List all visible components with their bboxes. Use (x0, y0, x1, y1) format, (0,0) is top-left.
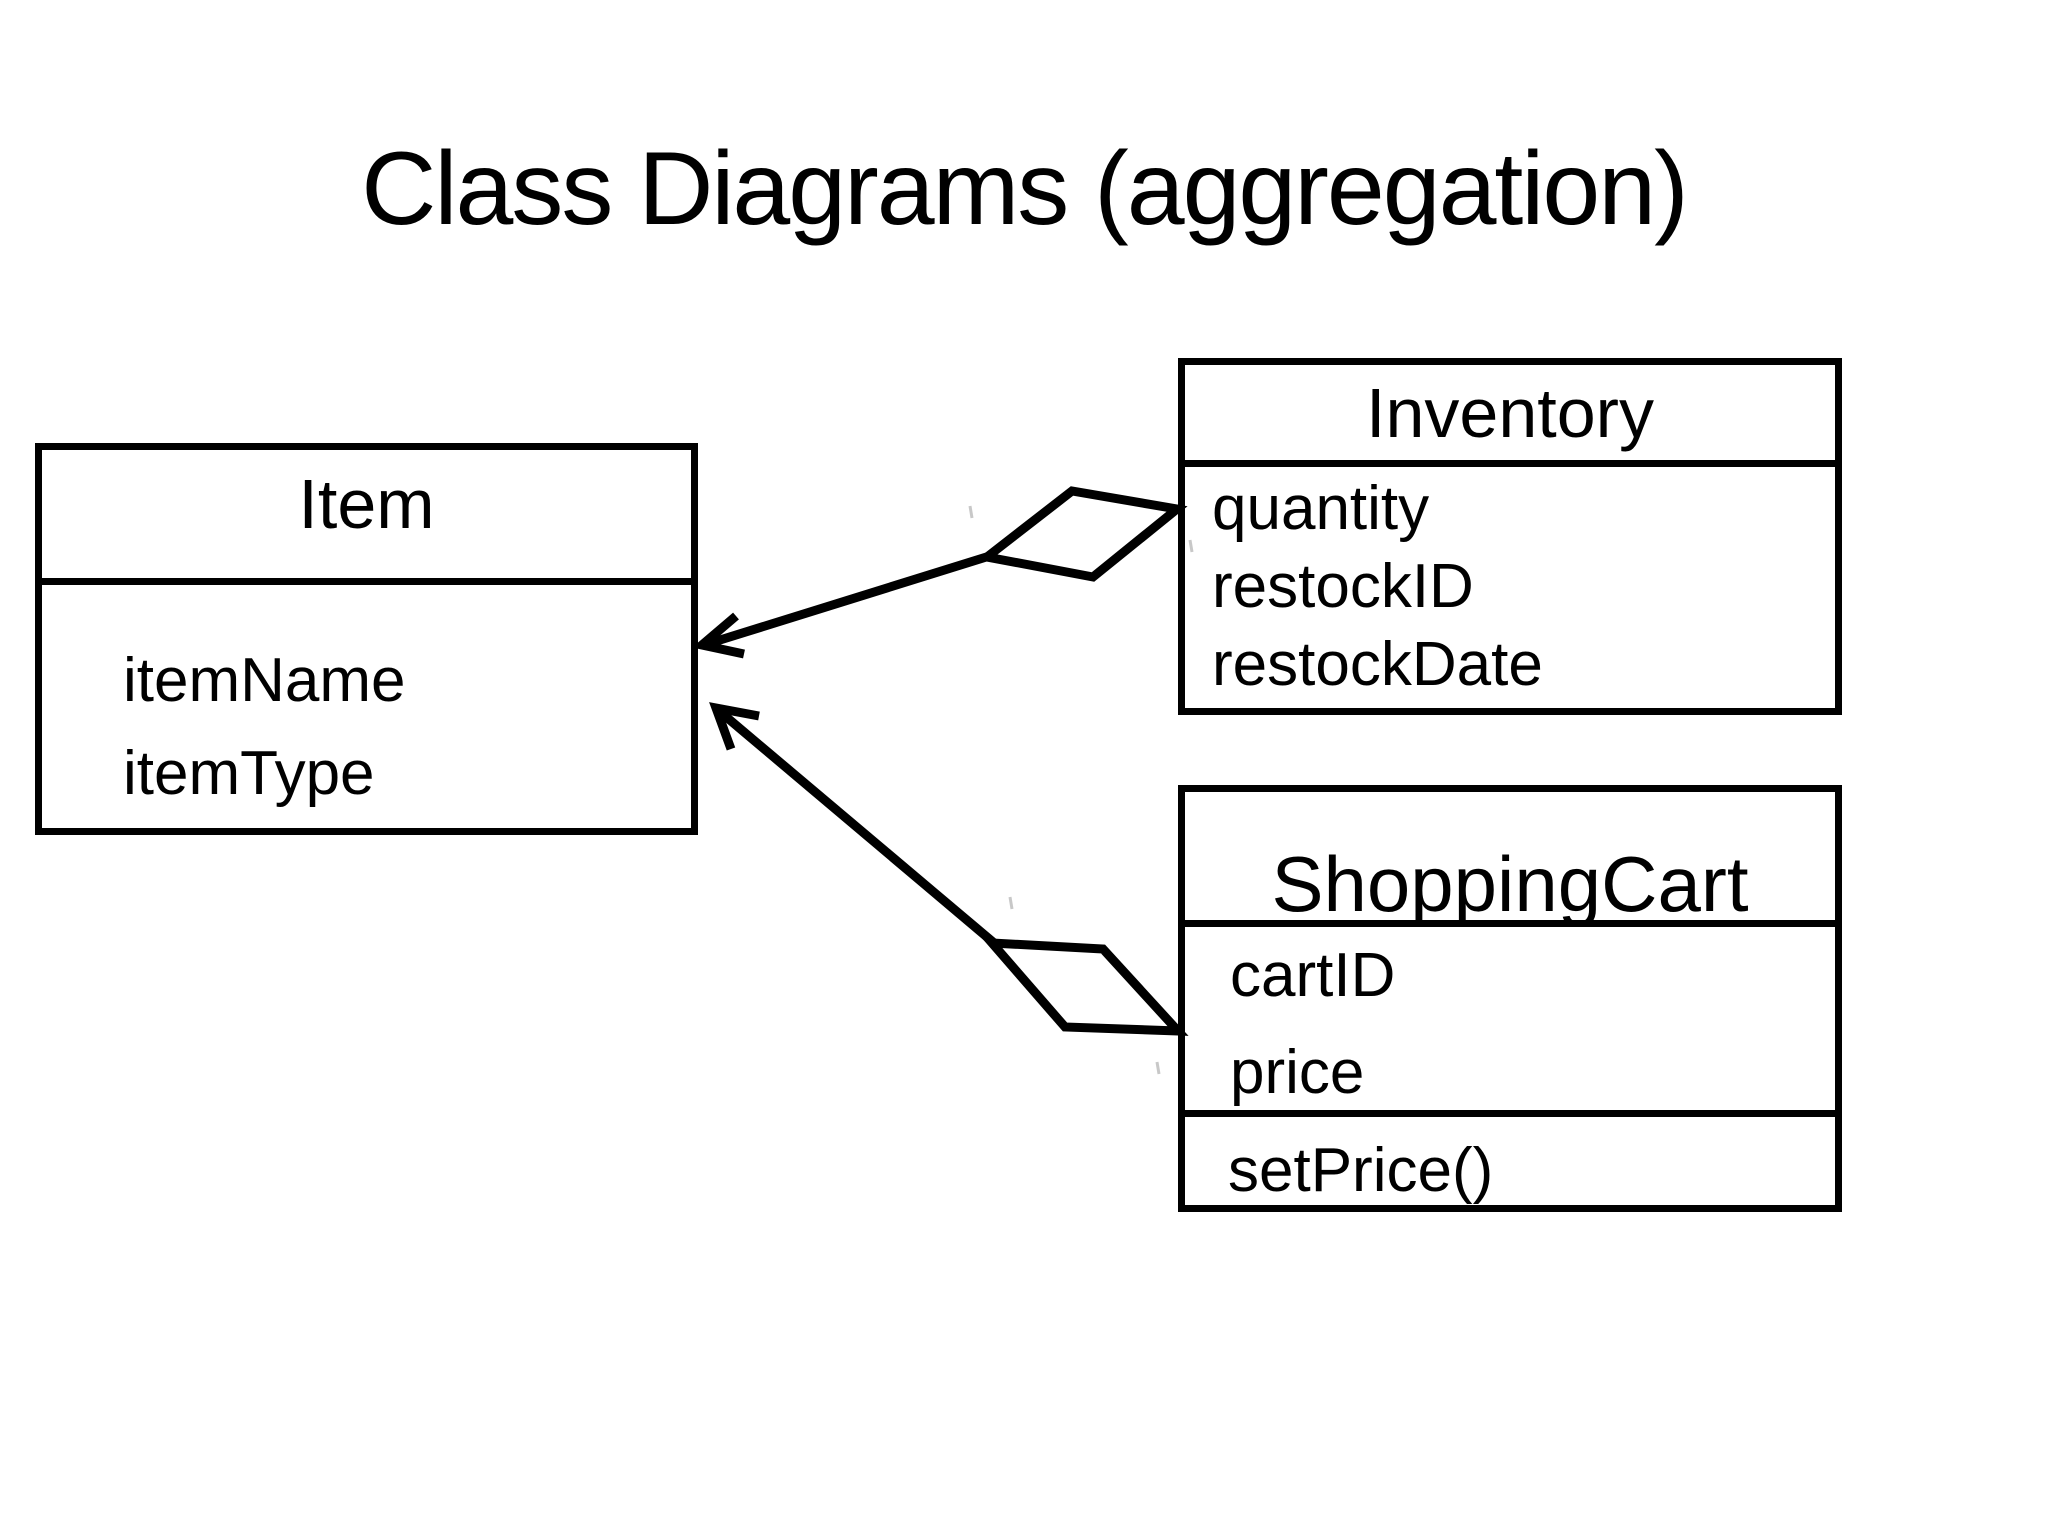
attribute-restockdate: restockDate (1212, 630, 1543, 699)
association-line-shoppingcart-item (715, 706, 1003, 952)
class-box-shoppingcart: ShoppingCart cartID price setPrice() (1178, 785, 1842, 1212)
class-box-item: Item itemName itemType (35, 443, 698, 835)
class-name-shoppingcart: ShoppingCart (1185, 792, 1835, 928)
aggregation-diamond-icon-inventory (976, 486, 1188, 582)
aggregation-diamond-icon-shoppingcart (981, 937, 1189, 1036)
methods-section-shoppingcart: setPrice() (1185, 1117, 1835, 1215)
page-title: Class Diagrams (aggregation) (361, 131, 1688, 247)
method-setprice: setPrice() (1228, 1136, 1494, 1205)
attributes-section-inventory: quantity restockID restockDate (1185, 467, 1835, 704)
open-arrowhead-icon-item-lower (709, 702, 760, 751)
attribute-restockid: restockID (1212, 552, 1474, 621)
association-line-inventory-item (702, 549, 998, 650)
attribute-itemname: itemName (123, 646, 406, 715)
attributes-section-item: itemName itemType (42, 585, 691, 820)
class-name-item: Item (42, 450, 691, 585)
attribute-price: price (1230, 1038, 1365, 1107)
attribute-itemtype: itemType (123, 739, 375, 808)
open-arrowhead-icon-item-upper (692, 612, 745, 659)
faint-tick-marks (968, 505, 1194, 1075)
attribute-quantity: quantity (1212, 474, 1430, 543)
class-name-inventory: Inventory (1185, 365, 1835, 467)
attributes-section-shoppingcart: cartID price (1185, 927, 1835, 1117)
attribute-cartid: cartID (1230, 941, 1396, 1010)
class-box-inventory: Inventory quantity restockID restockDate (1178, 358, 1842, 715)
